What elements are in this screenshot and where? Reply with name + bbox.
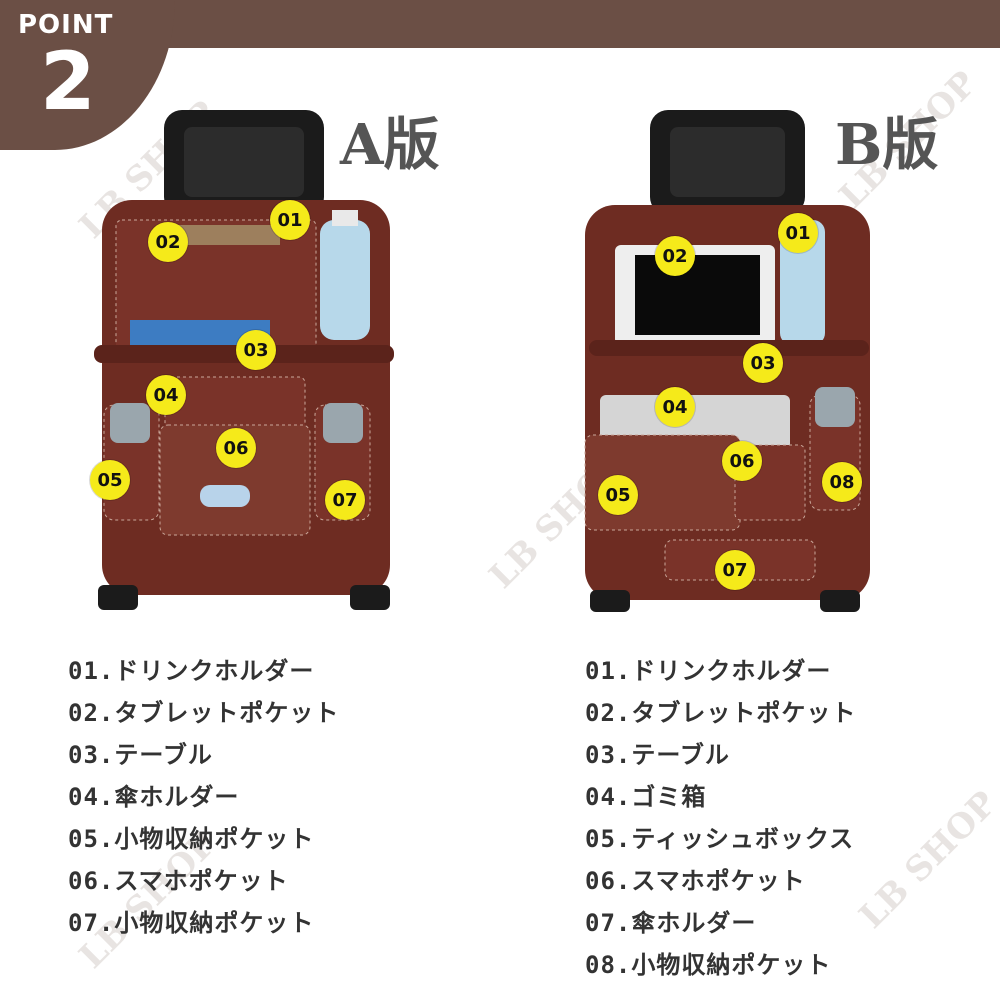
list-item: 03.テーブル bbox=[68, 741, 213, 769]
list-item: 02.タブレットポケット bbox=[68, 699, 340, 727]
badge-a-05: 05 bbox=[90, 460, 130, 500]
badge-a-07: 07 bbox=[325, 480, 365, 520]
badge-a-03: 03 bbox=[236, 330, 276, 370]
badge-b-08: 08 bbox=[822, 462, 862, 502]
version-b-title: B版 bbox=[835, 112, 939, 178]
list-item: 07.傘ホルダー bbox=[585, 909, 757, 937]
badge-a-01: 01 bbox=[270, 200, 310, 240]
list-item: 07.小物収納ポケット bbox=[68, 909, 315, 937]
list-item: 02.タブレットポケット bbox=[585, 699, 857, 727]
badge-b-05: 05 bbox=[598, 475, 638, 515]
badge-b-02: 02 bbox=[655, 236, 695, 276]
badge-a-04: 04 bbox=[146, 375, 186, 415]
list-item: 04.傘ホルダー bbox=[68, 783, 240, 811]
watermark: LB SHOP bbox=[851, 783, 1000, 937]
badge-b-07: 07 bbox=[715, 550, 755, 590]
seat-organizer-a-illustration bbox=[94, 110, 394, 610]
list-item: 03.テーブル bbox=[585, 741, 730, 769]
seat-organizer-b-illustration bbox=[584, 110, 870, 612]
badge-b-06: 06 bbox=[722, 441, 762, 481]
feature-list-b: 01.ドリンクホルダー 02.タブレットポケット 03.テーブル 04.ゴミ箱 … bbox=[585, 650, 856, 986]
point-label: POINT bbox=[18, 10, 114, 40]
badge-b-01: 01 bbox=[778, 213, 818, 253]
list-item: 05.ティッシュボックス bbox=[585, 825, 855, 853]
list-item: 04.ゴミ箱 bbox=[585, 783, 707, 811]
badge-b-04: 04 bbox=[655, 387, 695, 427]
point-number: 2 bbox=[40, 35, 96, 128]
list-item: 01.ドリンクホルダー bbox=[68, 657, 315, 685]
list-item: 06.スマホポケット bbox=[68, 867, 289, 895]
list-item: 01.ドリンクホルダー bbox=[585, 657, 832, 685]
list-item: 08.小物収納ポケット bbox=[585, 951, 832, 979]
badge-b-03: 03 bbox=[743, 343, 783, 383]
feature-list-a: 01.ドリンクホルダー 02.タブレットポケット 03.テーブル 04.傘ホルダ… bbox=[68, 650, 339, 944]
list-item: 05.小物収納ポケット bbox=[68, 825, 315, 853]
badge-a-06: 06 bbox=[216, 428, 256, 468]
version-a-title: A版 bbox=[340, 112, 440, 178]
list-item: 06.スマホポケット bbox=[585, 867, 806, 895]
badge-a-02: 02 bbox=[148, 222, 188, 262]
